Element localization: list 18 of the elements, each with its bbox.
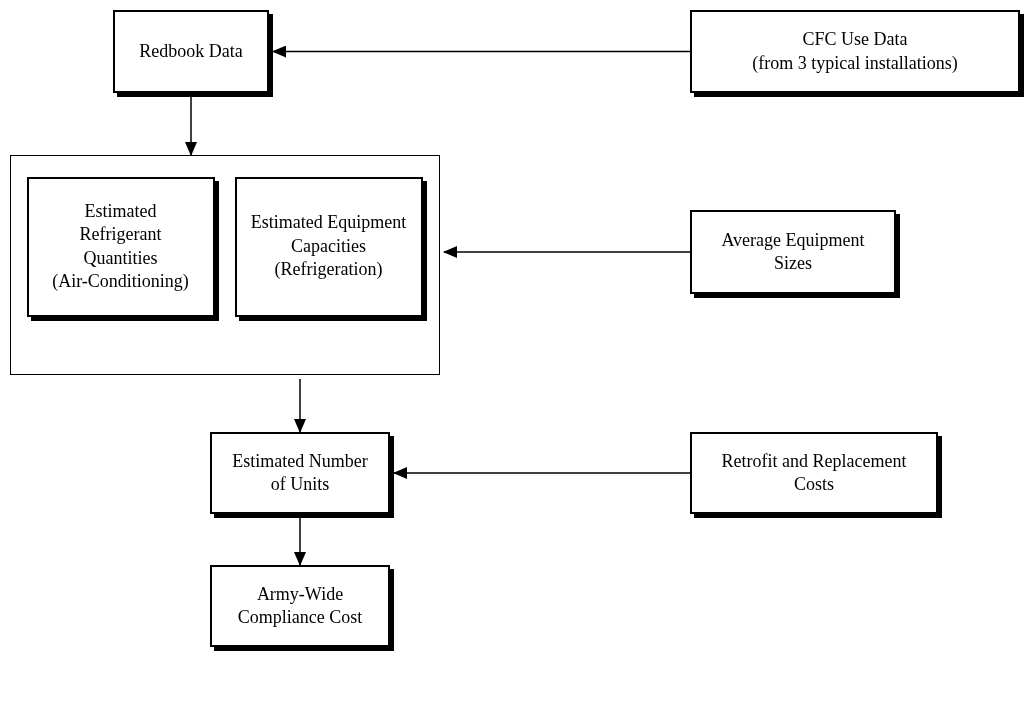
box-text: Average Equipment Sizes xyxy=(720,228,866,275)
box-text: (Refrigeration) xyxy=(274,258,383,282)
box-text: (from 3 typical installations) xyxy=(752,51,958,75)
box-text: Army-Wide Compliance Cost xyxy=(236,582,364,629)
box-text: Estimated Number of Units xyxy=(231,449,369,496)
arrow xyxy=(185,96,197,156)
box-text: CFC Use Data xyxy=(802,28,908,52)
box-text: Estimated Equipment Capacities xyxy=(250,211,407,258)
box-text: Retrofit and Replacement Costs xyxy=(720,449,908,496)
arrow xyxy=(443,246,691,258)
box-text: Redbook Data xyxy=(139,39,243,63)
arrow xyxy=(294,378,306,433)
arrow xyxy=(294,517,306,566)
box-text: Estimated Refrigerant Quantities xyxy=(78,199,163,270)
arrow xyxy=(272,45,691,58)
box-text: (Air-Conditioning) xyxy=(52,269,189,293)
group-box xyxy=(10,155,440,375)
arrow xyxy=(393,467,691,479)
